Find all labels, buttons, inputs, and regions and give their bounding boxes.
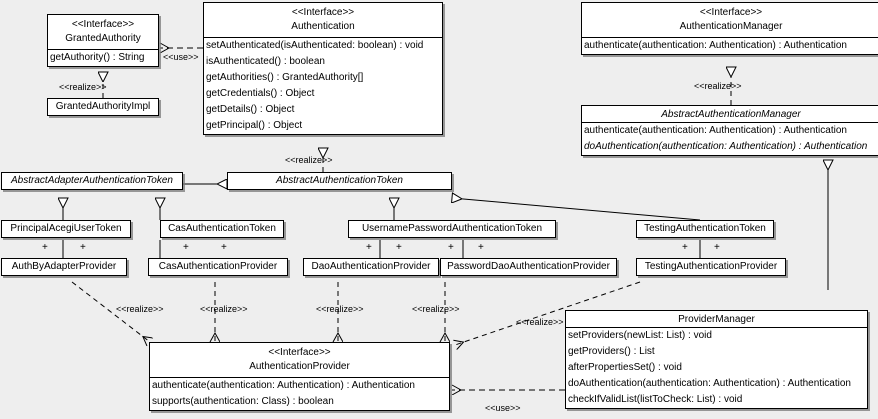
class-testing-authentication-token[interactable]: TestingAuthenticationToken — [636, 220, 774, 238]
class-cas-authentication-token[interactable]: CasAuthenticationToken — [160, 220, 284, 238]
method-row: authenticate(authentication: Authenticat… — [584, 125, 847, 136]
class-stereotype: <<Interface>> — [268, 347, 331, 358]
section-divider — [48, 49, 158, 50]
label-realize-granted-authority-impl: <<realize>> — [59, 82, 107, 92]
class-testing-authentication-provider[interactable]: TestingAuthenticationProvider — [636, 258, 786, 276]
label-realize-dao-provider: <<realize>> — [316, 304, 364, 314]
class-name: PasswordDaoAuthenticationProvider — [447, 261, 610, 272]
class-abstract-authentication-manager[interactable]: AbstractAuthenticationManager authentica… — [581, 105, 878, 156]
label-use-granted-authority: <<use>> — [163, 52, 199, 62]
class-password-dao-authentication-provider[interactable]: PasswordDaoAuthenticationProvider — [440, 258, 617, 276]
association-marker-plus: + — [478, 242, 484, 253]
class-stereotype: <<Interface>> — [699, 7, 763, 18]
class-name: Authentication — [291, 21, 355, 32]
method-row: doAuthentication(authentication: Authent… — [568, 378, 851, 389]
class-auth-by-adapter-provider[interactable]: AuthByAdapterProvider — [1, 258, 127, 276]
class-name: AuthByAdapterProvider — [11, 261, 117, 272]
association-marker-plus: + — [183, 242, 189, 253]
section-divider — [204, 37, 442, 38]
association-marker-plus: + — [448, 242, 454, 253]
class-username-password-authentication-token[interactable]: UsernamePasswordAuthenticationToken — [348, 220, 556, 238]
class-name: UsernamePasswordAuthenticationToken — [361, 223, 543, 234]
label-realize-password-dao-provider: <<realize>> — [412, 304, 460, 314]
class-name: AbstractAuthenticationManager — [661, 109, 801, 120]
class-name: DaoAuthenticationProvider — [311, 261, 431, 272]
class-name: AuthenticationManager — [679, 21, 783, 32]
class-authentication[interactable]: <<Interface>> Authentication setAuthenti… — [203, 2, 443, 135]
method-row: supports(authentication: Class) : boolea… — [152, 396, 334, 407]
class-name: TestingAuthenticationProvider — [644, 261, 778, 272]
label-realize-auth-by-adapter: <<realize>> — [116, 304, 164, 314]
method-row: getDetails() : Object — [206, 104, 295, 115]
label-realize-testing-provider: <<realize>> — [516, 317, 564, 327]
class-provider-manager[interactable]: ProviderManager setProviders(newList: Li… — [565, 310, 868, 409]
label-realize-cas-provider: <<realize>> — [200, 304, 248, 314]
class-name: CasAuthenticationProvider — [158, 261, 278, 272]
method-row: getPrincipal() : Object — [206, 120, 303, 131]
method-row: authenticate(authentication: Authenticat… — [584, 40, 847, 51]
method-row: doAuthentication(authentication: Authent… — [584, 141, 868, 152]
section-divider — [566, 327, 867, 328]
section-divider — [150, 377, 449, 378]
class-dao-authentication-provider[interactable]: DaoAuthenticationProvider — [303, 258, 439, 276]
method-row: authenticate(authentication: Authenticat… — [152, 380, 415, 391]
class-abstract-adapter-authentication-token[interactable]: AbstractAdapterAuthenticationToken — [1, 172, 183, 190]
class-authentication-manager[interactable]: <<Interface>> AuthenticationManager auth… — [581, 2, 878, 55]
method-row: getCredentials() : Object — [206, 88, 315, 99]
section-divider — [582, 37, 878, 38]
method-row: afterPropertiesSet() : void — [568, 362, 682, 373]
class-name: AbstractAuthenticationToken — [276, 175, 403, 186]
section-divider — [582, 122, 878, 123]
class-name: GrantedAuthorityImpl — [55, 101, 151, 112]
label-realize-abstract-authentication-manager: <<realize>> — [694, 81, 742, 91]
association-marker-plus: + — [396, 242, 402, 253]
method-row: getAuthority() : String — [50, 52, 145, 63]
class-cas-authentication-provider[interactable]: CasAuthenticationProvider — [148, 258, 288, 276]
association-marker-plus: + — [221, 242, 227, 253]
label-realize-abstract-authentication-token: <<realize>> — [285, 155, 333, 165]
association-marker-plus: + — [42, 242, 48, 253]
method-row: getProviders() : List — [568, 346, 655, 357]
class-authentication-provider[interactable]: <<Interface>> AuthenticationProvider aut… — [149, 342, 450, 411]
class-principal-acegi-user-token[interactable]: PrincipalAcegiUserToken — [1, 220, 131, 238]
class-name: CasAuthenticationToken — [168, 223, 276, 234]
class-name: ProviderManager — [678, 314, 755, 325]
method-row: setProviders(newList: List) : void — [568, 330, 712, 341]
class-name: PrincipalAcegiUserToken — [10, 223, 122, 234]
association-marker-plus: + — [80, 242, 86, 253]
association-marker-plus: + — [714, 242, 720, 253]
method-row: isAuthenticated() : boolean — [206, 56, 325, 67]
method-row: setAuthenticated(isAuthenticated: boolea… — [206, 40, 424, 51]
method-row: getAuthorities() : GrantedAuthority[] — [206, 72, 364, 83]
class-name: AuthenticationProvider — [249, 361, 350, 372]
class-name: TestingAuthenticationToken — [644, 223, 766, 234]
association-marker-plus: + — [366, 242, 372, 253]
class-granted-authority-impl[interactable]: GrantedAuthorityImpl — [47, 98, 159, 116]
class-abstract-authentication-token[interactable]: AbstractAuthenticationToken — [227, 172, 452, 190]
class-stereotype: <<Interface>> — [71, 19, 135, 30]
class-name: AbstractAdapterAuthenticationToken — [11, 175, 173, 186]
class-granted-authority[interactable]: <<Interface>> GrantedAuthority getAuthor… — [47, 14, 159, 67]
label-use-provider-manager: <<use>> — [485, 403, 521, 413]
class-stereotype: <<Interface>> — [291, 7, 355, 18]
method-row: checkIfValidList(listToCheck: List) : vo… — [568, 394, 743, 405]
association-marker-plus: + — [682, 242, 688, 253]
class-name: GrantedAuthority — [65, 33, 141, 44]
